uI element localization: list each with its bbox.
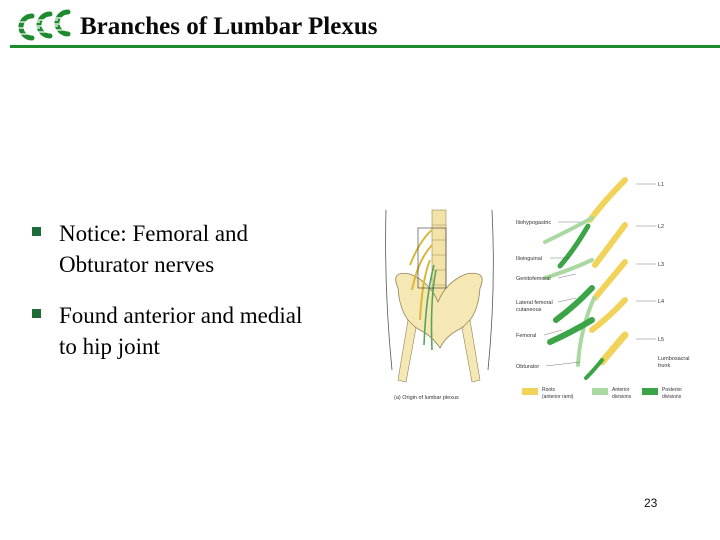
level-label: Lumbosacral	[658, 356, 690, 362]
level-label: L1	[658, 182, 664, 188]
legend-label: divisions	[612, 394, 632, 400]
femur-icon	[397, 319, 417, 383]
bullet-text-line: Notice: Femoral and	[59, 221, 249, 246]
bullet-square-icon	[32, 227, 41, 236]
bullet-item: Notice: Femoral and Obturator nerves	[32, 218, 352, 280]
bullet-text-line: Found anterior and medial	[59, 303, 303, 328]
ecc-logo-icon	[16, 9, 76, 41]
nerve-label: Lateral femoral	[516, 300, 553, 306]
lumbar-plexus-illustration: Iliohypogastric Ilioinguinal Genitofemor…	[385, 177, 690, 401]
nerve-label: Iliohypogastric	[516, 220, 551, 226]
bullet-text-line: to hip joint	[59, 334, 160, 359]
nerve-label: cutaneous	[516, 307, 542, 313]
nerve-label: Obturator	[516, 364, 539, 370]
slide-title: Branches of Lumbar Plexus	[80, 13, 378, 40]
level-label: L2	[658, 224, 664, 230]
level-label: trunk	[658, 363, 670, 369]
torso-outline	[385, 209, 494, 371]
level-label: L3	[658, 262, 664, 268]
legend-swatch	[642, 388, 658, 395]
legend-label: divisions	[662, 394, 682, 400]
nerve-label: Genitofemoral	[516, 276, 551, 282]
legend-label: Anterior	[612, 387, 630, 393]
bullet-text-line: Obturator nerves	[59, 252, 215, 277]
pelvis-icon	[395, 272, 483, 349]
bullet-item: Found anterior and medial to hip joint	[32, 300, 352, 362]
level-label: L5	[658, 337, 664, 343]
bullet-list: Notice: Femoral and Obturator nerves Fou…	[32, 218, 352, 382]
nerve-label: Femoral	[516, 333, 536, 339]
legend-label: Roots	[542, 387, 556, 393]
legend-swatch	[592, 388, 608, 395]
legend-label: Posterior	[662, 387, 682, 393]
level-label: L4	[658, 299, 664, 305]
zoom-region	[417, 227, 447, 289]
bullet-square-icon	[32, 309, 41, 318]
title-divider	[10, 45, 720, 48]
legend-label: (anterior rami)	[542, 394, 574, 400]
page-number: 23	[644, 496, 658, 510]
legend-swatch	[522, 388, 538, 395]
femur-icon	[461, 319, 481, 383]
figure-caption: (a) Origin of lumbar plexus	[394, 395, 459, 401]
nerve-label: Ilioinguinal	[516, 256, 542, 262]
